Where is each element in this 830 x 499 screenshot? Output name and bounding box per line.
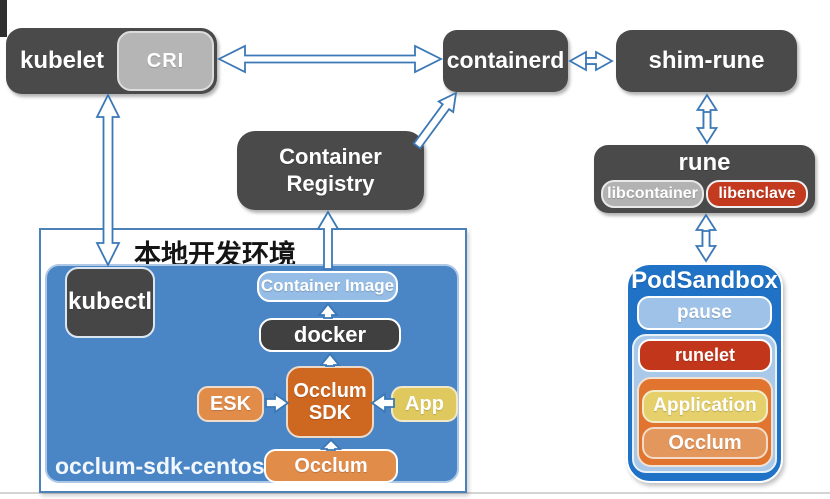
libcontainer-node: libcontainer (601, 180, 704, 208)
app-node: App (391, 386, 458, 422)
arrow-cri-containerd (216, 44, 444, 74)
kubelet-label: kubelet (19, 46, 105, 74)
kubectl-node: kubectl (65, 267, 155, 338)
screen-edge-artifact (0, 0, 7, 37)
cri-node: CRI (117, 31, 214, 91)
arrow-containerd-shimrune (568, 50, 597, 72)
container-registry-node: Container Registry (237, 131, 424, 210)
occlum-pod-node: Occlum (642, 427, 768, 459)
arrow-shimrune-rune (695, 93, 719, 127)
rune-label: rune (678, 148, 731, 176)
podsandbox-title: PodSandbox (631, 266, 778, 294)
occlum-sdk-centos8-label: occlum-sdk-centos8 (55, 453, 278, 479)
container-image-node: Container Image (257, 271, 398, 302)
arrow-rune-podsandbox (694, 213, 718, 246)
esk-node: ESK (197, 386, 264, 422)
runelet-node: runelet (638, 339, 772, 372)
bottom-shadow-line (0, 492, 830, 494)
libenclave-node: libenclave (706, 180, 808, 208)
occlum-dev-node: Occlum (264, 449, 398, 483)
pause-node: pause (637, 296, 772, 330)
arrow-containerd-shimrune (585, 50, 614, 72)
application-node: Application (642, 390, 768, 423)
arrow-shimrune-rune (695, 111, 719, 145)
occlum-sdk-node: Occlum SDK (286, 366, 374, 438)
shim-rune-node: shim-rune (616, 30, 797, 92)
arrow-rune-podsandbox (694, 230, 718, 263)
docker-node: docker (259, 318, 401, 352)
containerd-node: containerd (443, 30, 568, 92)
